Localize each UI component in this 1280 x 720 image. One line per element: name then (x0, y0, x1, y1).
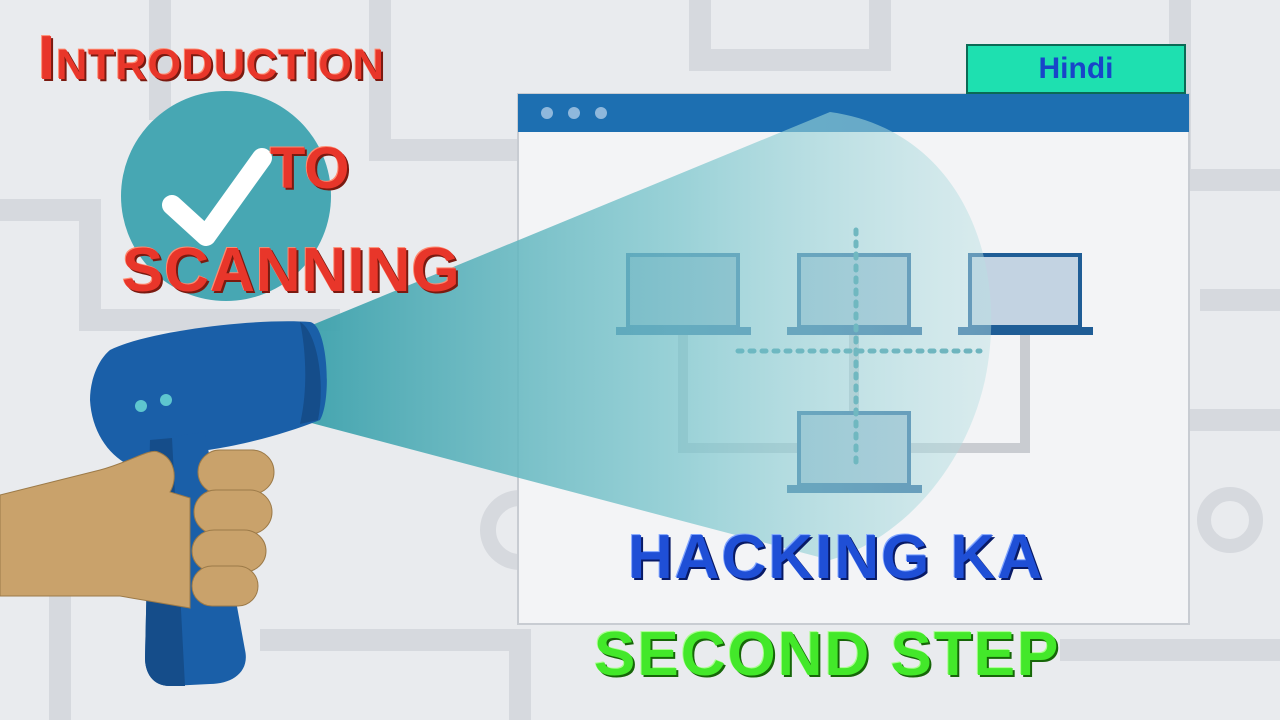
language-badge: Hindi (966, 44, 1186, 94)
title-line-introduction: Introduction (38, 24, 385, 93)
window-dot (541, 107, 553, 119)
title-line-to: TO (270, 136, 350, 201)
window-dot (595, 107, 607, 119)
language-badge-label: Hindi (1038, 52, 1114, 85)
subtitle-hacking-ka: HACKING KA (628, 523, 1045, 592)
window-dot (568, 107, 580, 119)
subtitle-second-step: SECOND STEP (594, 620, 1061, 689)
title-line-scanning: SCANNING (122, 236, 461, 305)
hand-icon (0, 449, 275, 609)
